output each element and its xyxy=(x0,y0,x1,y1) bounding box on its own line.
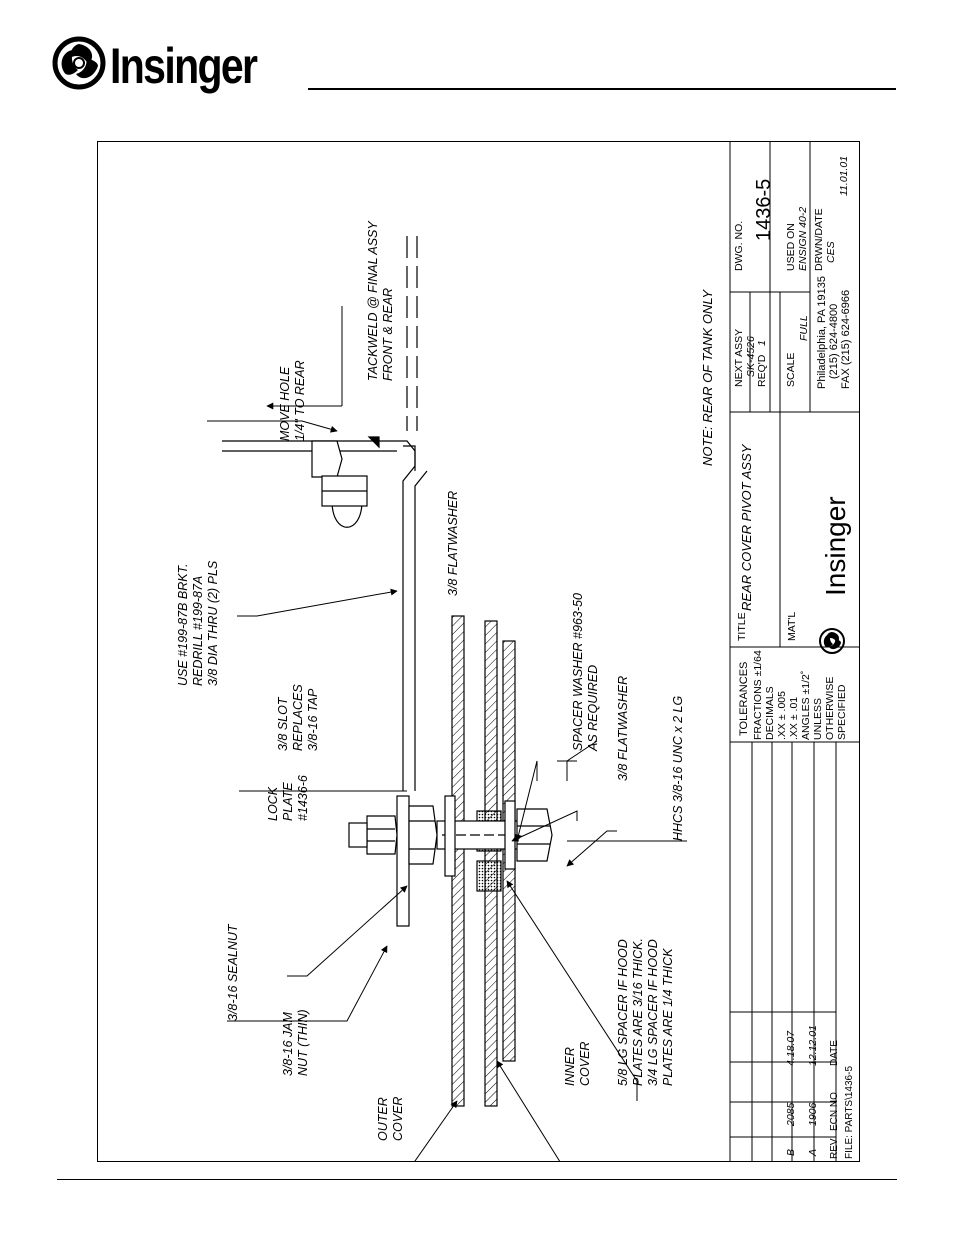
callout-spacer-note-2: PLATES ARE 3/16 THICK. xyxy=(631,938,645,1086)
callout-spacer-washer-2: AS REQUIRED xyxy=(586,665,600,752)
callout-move-hole-2: 1/4" TO REAR xyxy=(293,360,307,441)
tol-unless: UNLESS xyxy=(812,698,824,740)
flatwasher-bottom xyxy=(504,800,516,870)
title-block-text: TOLERANCES FRACTIONS ±1/64 DECIMALS .XX … xyxy=(733,156,855,1159)
callout-jam-nut-1: 3/8-16 JAM xyxy=(281,1011,295,1076)
callout-slot-3: 3/8-16 TAP xyxy=(306,688,320,751)
tol-specified: SPECIFIED xyxy=(836,684,848,740)
drwn-date: 11.01.01 xyxy=(838,156,850,196)
title-label: TITLE xyxy=(736,612,748,641)
tol-xx: .XX ± .01 xyxy=(788,697,800,740)
bracket-nut xyxy=(311,440,343,478)
leader-lines xyxy=(207,420,687,1162)
title-value: REAR COVER PIVOT ASSY xyxy=(739,443,754,611)
callout-use-bracket-3: 3/8 DIA THRU (2) PLS xyxy=(206,560,220,686)
tol-decimals: DECIMALS xyxy=(764,686,776,740)
callout-spacer-note-4: PLATES ARE 1/4 THICK xyxy=(661,948,675,1086)
used-on-value: ENSIGN 40-2 xyxy=(797,207,809,271)
callout-labels: MOVE HOLE 1/4" TO REAR TACKWELD @ FINAL … xyxy=(176,220,715,1141)
ecn-header: ECN NO xyxy=(829,1092,840,1131)
tolerances-heading: TOLERANCES xyxy=(738,662,750,736)
tol-angles: ANGLES ±1/2˚ xyxy=(800,671,812,740)
callout-lock-plate-1: LOCK xyxy=(266,786,280,821)
callout-spacer-note-3: 3/4 LG SPACER IF HOOD xyxy=(646,939,660,1086)
callout-use-bracket-2: REDRILL #199-87A xyxy=(191,576,205,686)
page-header: Insinger xyxy=(0,0,954,110)
footer-rule xyxy=(57,1179,897,1180)
used-on-label: USED ON xyxy=(785,223,797,271)
company-phone: (215) 624-4800 xyxy=(828,304,840,379)
callout-flatwasher-top: 3/8 FLATWASHER xyxy=(446,491,460,596)
callout-lock-plate-3: #1436-6 xyxy=(296,775,310,821)
header-rule xyxy=(308,88,896,90)
rev-row-b-rev: B xyxy=(785,1149,797,1156)
rev-row-a-rev: A xyxy=(807,1149,819,1157)
tol-otherwise: OTHERWISE xyxy=(824,677,836,740)
callout-sealnut: 3/8-16 SEALNUT xyxy=(226,923,240,1021)
rev-row-a-date: 12.12.01 xyxy=(807,1025,819,1066)
reqd-value: 1 xyxy=(756,340,768,346)
reqd-label: REQ'D xyxy=(756,354,768,387)
brand-name: Insinger xyxy=(110,38,258,94)
callout-spacer-washer-1: SPACER WASHER #963-50 xyxy=(571,593,585,751)
jam-nut xyxy=(408,805,438,865)
matl-label: MAT'L xyxy=(786,612,798,641)
next-assy-value: SK-4526 xyxy=(745,336,757,377)
tol-xxx: .XX ± .005 xyxy=(776,691,788,740)
rev-row-a-ecn: 1906 xyxy=(807,1102,819,1126)
callout-slot-1: 3/8 SLOT xyxy=(276,696,290,751)
tol-fractions: FRACTIONS ±1/64 xyxy=(752,650,764,740)
scale-label: SCALE xyxy=(785,353,797,387)
file-path: FILE: PARTS\1436-5 xyxy=(844,1066,855,1159)
drawing-note: NOTE: REAR OF TANK ONLY xyxy=(700,289,715,466)
rev-header: REV xyxy=(829,1138,840,1159)
drwn-value: CES xyxy=(825,241,837,263)
callout-spacer-note-1: 5/8 LG SPACER IF HOOD xyxy=(616,939,630,1086)
rev-row-b-ecn: 2085 xyxy=(785,1102,797,1127)
sealnut xyxy=(366,815,398,855)
bolt-head xyxy=(516,808,553,862)
next-assy-label: NEXT ASSY xyxy=(733,329,745,387)
title-block-logo-icon xyxy=(819,628,845,654)
callout-lock-plate-2: PLATE xyxy=(281,782,295,821)
company-address: Philadelphia, PA 19135 xyxy=(816,276,828,389)
dwg-no-label: DWG. NO. xyxy=(733,221,745,271)
drwn-label: DRWN/DATE xyxy=(813,208,825,271)
callout-tackweld-1: TACKWELD @ FINAL ASSY xyxy=(366,220,380,381)
insinger-logo-icon xyxy=(52,36,106,90)
callout-hhcs: HHCS 3/8-16 UNC x 2 LG xyxy=(671,696,685,841)
company-wordmark: Insinger xyxy=(820,496,851,596)
dwg-no-value: 1436-5 xyxy=(753,179,775,241)
date-header: DATE xyxy=(829,1040,840,1066)
callout-inner-cover-1: INNER xyxy=(563,1047,577,1086)
flatwasher-top-washer xyxy=(444,795,456,877)
callout-outer-cover-1: OUTER xyxy=(376,1097,390,1141)
scale-value: FULL xyxy=(798,315,810,341)
company-fax: FAX (215) 624-6966 xyxy=(840,290,852,389)
callout-use-bracket-1: USE #199-87B BRKT. xyxy=(176,563,190,686)
engineering-drawing: MOVE HOLE 1/4" TO REAR TACKWELD @ FINAL … xyxy=(176,141,860,1162)
rev-row-b-date: 4.18.07 xyxy=(785,1030,797,1066)
callout-slot-2: REPLACES xyxy=(291,684,305,751)
spacer-lower xyxy=(476,860,502,892)
callout-move-hole-1: MOVE HOLE xyxy=(278,366,292,441)
callout-flatwasher-bottom: 3/8 FLATWASHER xyxy=(616,676,630,781)
lock-plate xyxy=(396,795,410,927)
callout-jam-nut-2: NUT (THIN) xyxy=(296,1009,310,1076)
callout-outer-cover-2: COVER xyxy=(391,1097,405,1141)
callout-tackweld-2: FRONT & REAR xyxy=(381,288,395,381)
callout-inner-cover-2: COVER xyxy=(578,1042,592,1086)
